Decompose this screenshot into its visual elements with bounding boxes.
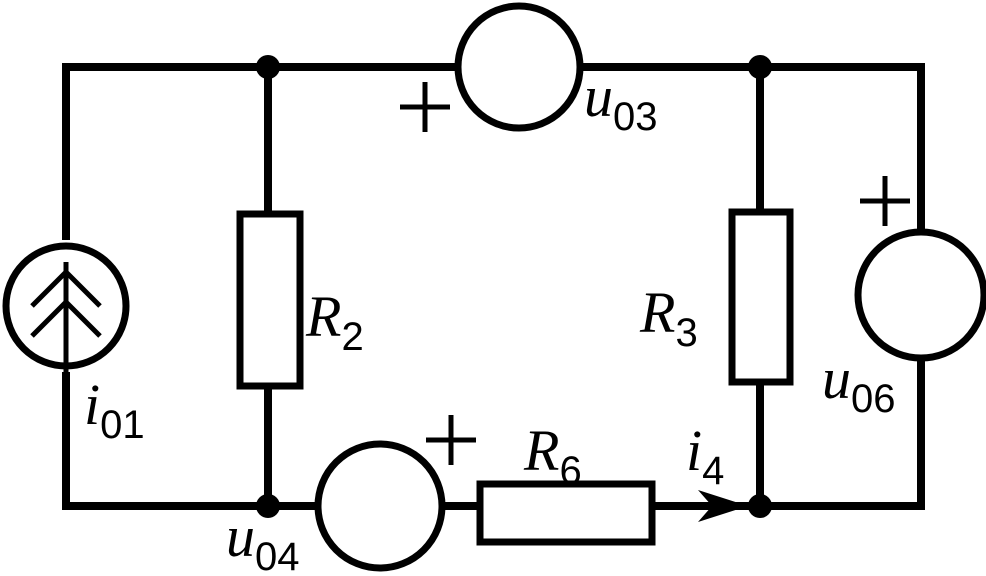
label-u03: u03 [584, 64, 658, 139]
arrow-right-icon [698, 490, 748, 522]
plus-icon [860, 176, 910, 226]
label-r3: R3 [639, 280, 698, 355]
junction-top-left [256, 55, 280, 79]
label-i4: i4 [686, 418, 724, 493]
current-source-i01 [2, 242, 130, 372]
junction-top-right [748, 55, 772, 79]
label-u06: u06 [822, 346, 896, 421]
label-u04: u04 [226, 504, 300, 576]
plus-icon [426, 415, 476, 465]
wires [62, 63, 925, 510]
plus-icon [400, 82, 450, 132]
junction-bottom-left [256, 494, 280, 518]
voltage-source-u06 [854, 228, 986, 362]
label-r6: R6 [523, 418, 582, 493]
junction-bottom-right [748, 494, 772, 518]
label-r2: R2 [305, 284, 364, 359]
junctions [256, 55, 772, 518]
polarity-marks [400, 82, 910, 465]
resistor-r3 [728, 208, 794, 386]
resistor-r2 [236, 210, 304, 390]
resistor-r6 [476, 480, 656, 546]
voltage-source-u03 [454, 2, 584, 132]
chevron-up-icon [30, 268, 102, 308]
chevron-up-icon [30, 298, 102, 338]
label-i01: i01 [84, 372, 145, 447]
voltage-source-u04 [314, 440, 446, 572]
